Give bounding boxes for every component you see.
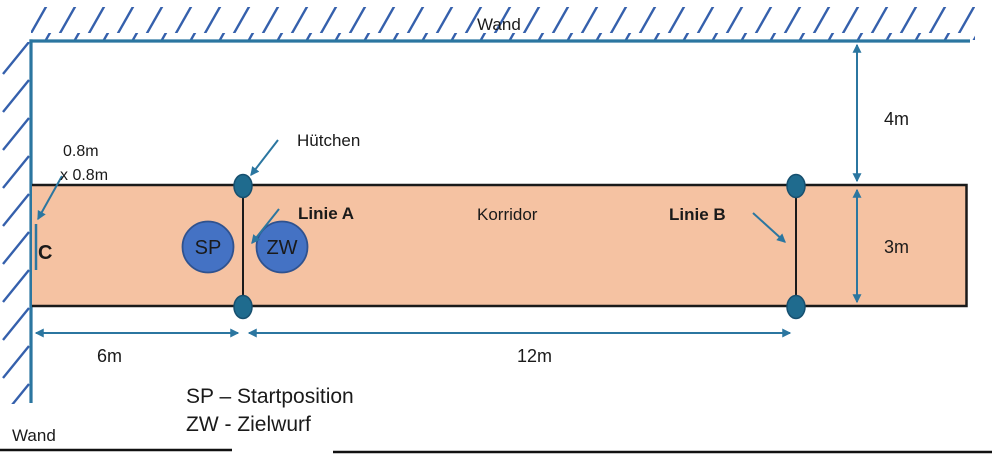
linie-b-label: Linie B (669, 205, 726, 224)
corridor-rect (32, 184, 967, 307)
wall-label-bottom: Wand (12, 426, 56, 445)
sp-label: SP (195, 237, 222, 259)
top-wall-hatching (31, 7, 975, 40)
zw-marker (255, 220, 309, 274)
sp-marker (181, 220, 235, 274)
huetchen-label: Hütchen (297, 131, 360, 150)
huetchen-cone-line-a-top (233, 173, 253, 199)
target-size-pointer-arrow-icon (37, 175, 63, 221)
zw-label: ZW (266, 237, 297, 259)
legend-zw-label: ZW - Zielwurf (186, 413, 311, 436)
huetchen-pointer-arrow-icon (250, 139, 279, 176)
linie-a-label: Linie A (298, 204, 354, 223)
huetchen-cone-line-a-bottom (233, 294, 253, 320)
huetchen-cone-line-b-bottom (786, 294, 806, 320)
dim-3m-label: 3m (884, 237, 909, 257)
corridor-border (32, 183, 968, 308)
dim-6m-label: 6m (97, 346, 122, 366)
target-size-label-line1: 0.8m (63, 143, 99, 160)
dim-12m-label: 12m (517, 346, 552, 366)
wall-label-top: Wand (477, 15, 521, 34)
huetchen-cone-line-b-top (786, 173, 806, 199)
legend-sp-label: SP – Startposition (186, 385, 354, 408)
left-wall-hatching (2, 42, 31, 404)
target-size-label-line2: x 0.8m (60, 167, 108, 184)
linie-b-pointer-arrow-icon (752, 212, 786, 243)
target-label: C (38, 242, 52, 264)
dim-4m-label: 4m (884, 109, 909, 129)
linie-a-pointer-arrow-icon (251, 208, 280, 244)
corridor-label: Korridor (477, 205, 538, 224)
